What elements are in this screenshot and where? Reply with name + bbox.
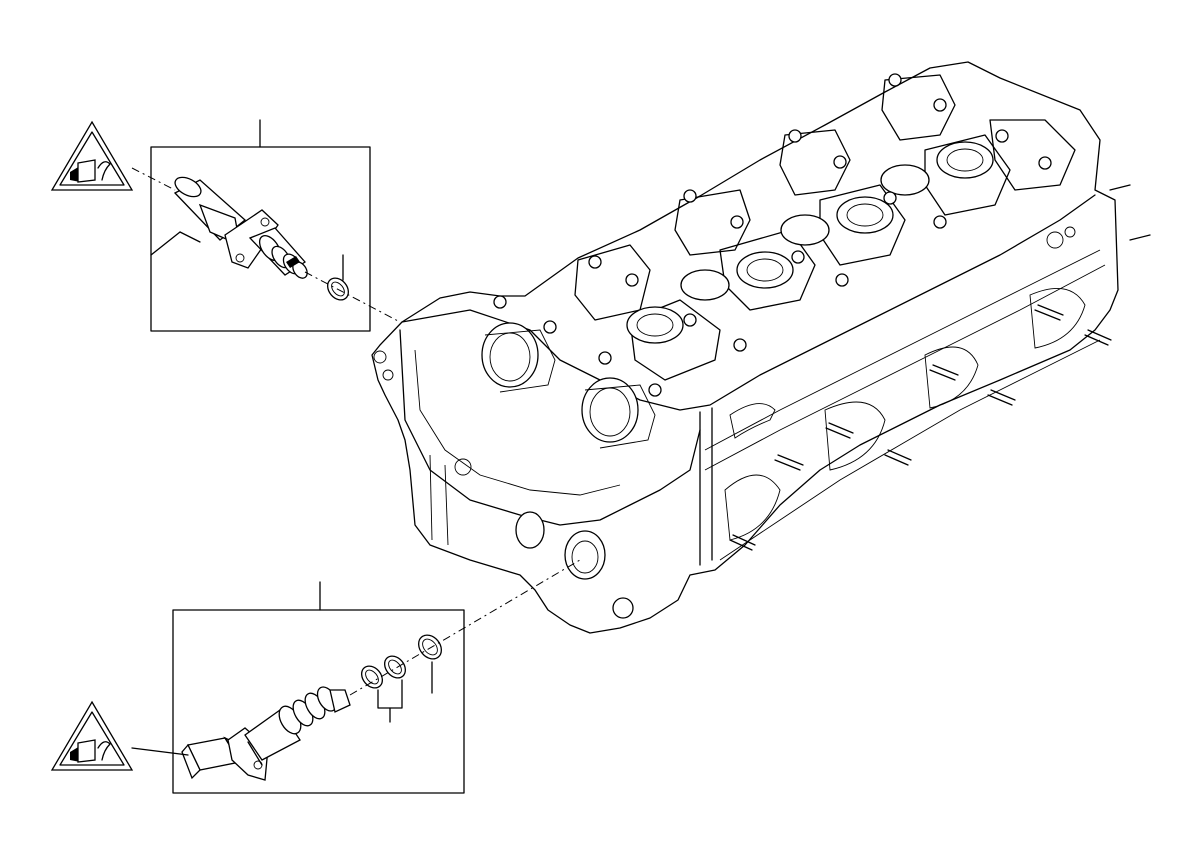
cylinder-head xyxy=(371,61,1151,634)
lower-insert-axis xyxy=(349,559,581,696)
o-ring xyxy=(418,634,442,694)
upper-icon-leader xyxy=(131,167,176,191)
lower-part-group xyxy=(172,581,465,794)
lower-part-frame xyxy=(172,609,465,794)
connector-warning-icon xyxy=(50,700,134,771)
connector-warning-icon xyxy=(50,120,134,191)
lower-icon-leader xyxy=(131,747,189,756)
vanos-solenoid-valve-intake xyxy=(150,176,308,279)
o-ring xyxy=(327,254,349,301)
sealing-ring-pair xyxy=(361,655,406,723)
upper-part-group xyxy=(150,119,371,332)
vanos-solenoid-valve-exhaust xyxy=(181,686,351,781)
upper-insert-axis xyxy=(304,271,401,323)
upper-part-frame xyxy=(150,146,371,332)
